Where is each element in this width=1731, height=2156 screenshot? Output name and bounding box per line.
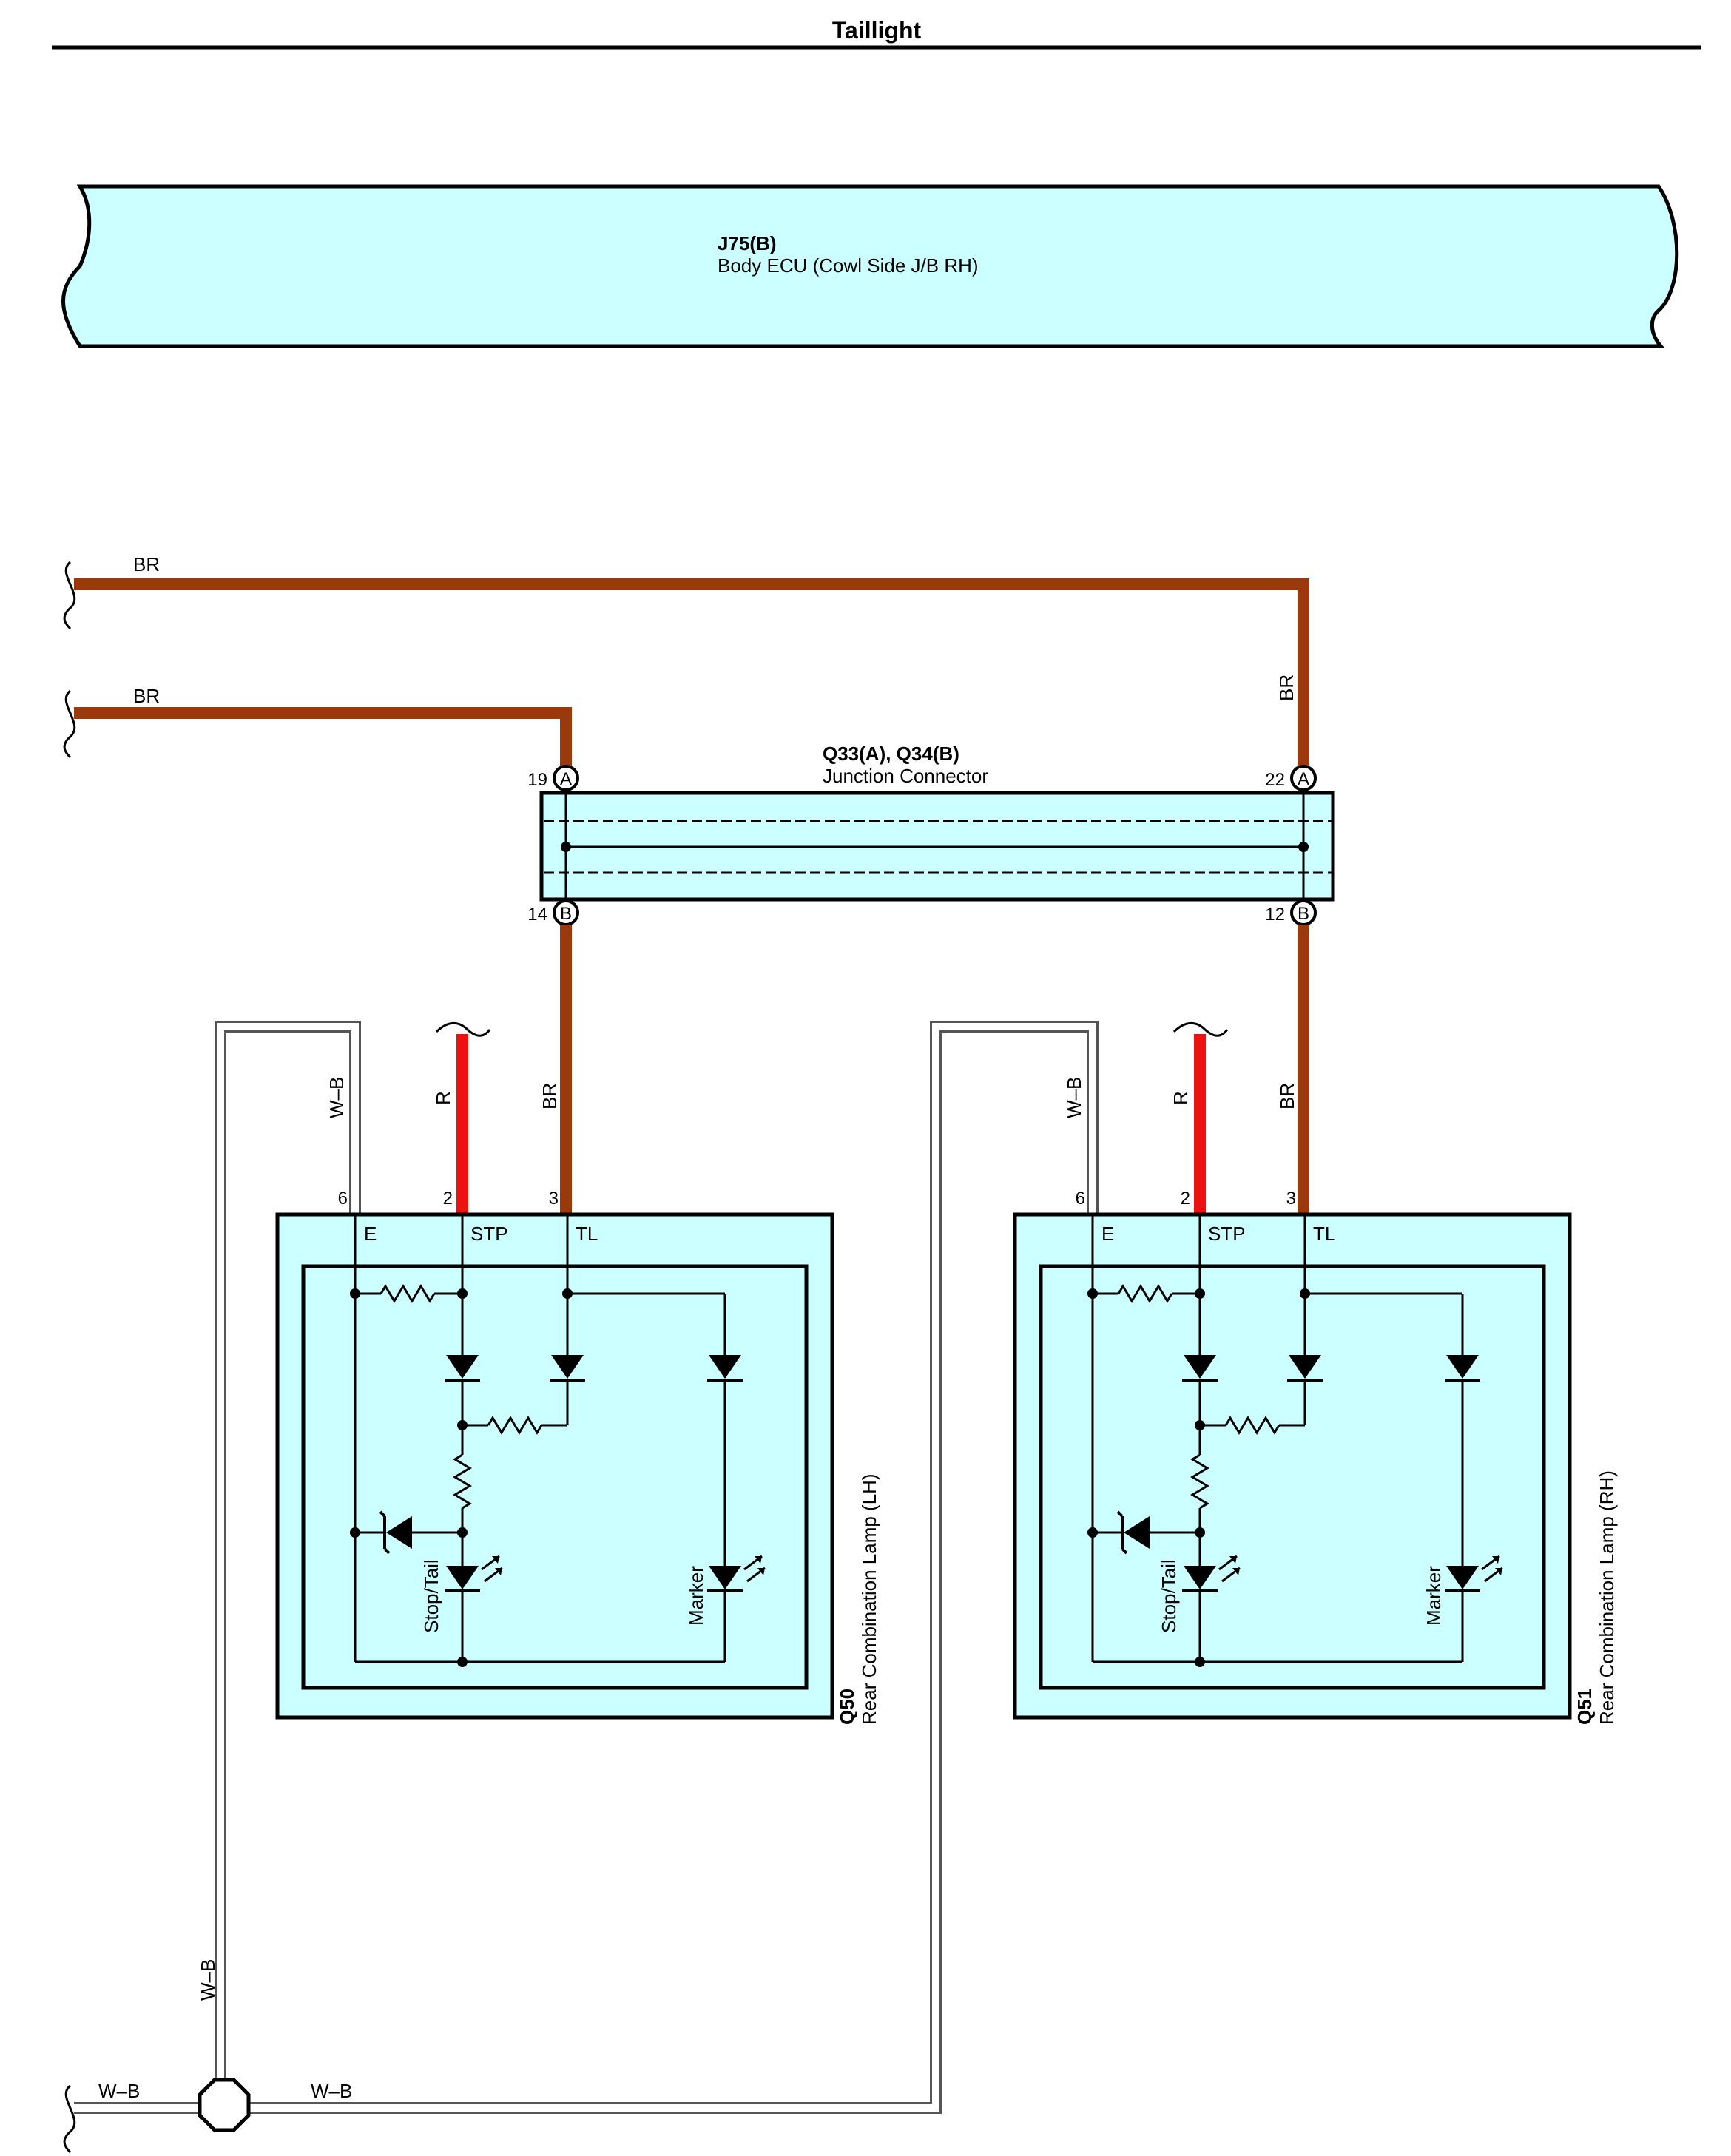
pin-b-left-letter: B (560, 904, 572, 924)
pin-b-left-number: 14 (527, 905, 547, 925)
wb-label-rh: W–B (1063, 1077, 1085, 1118)
wb-label-vertical: W–B (197, 1959, 219, 2001)
lamp-rh-name: Rear Combination Lamp (RH) (1596, 1470, 1618, 1725)
wb-wire-left-ground (63, 2084, 222, 2154)
pin-a-right-number: 22 (1265, 770, 1285, 790)
rear-combination-lamp-lh (277, 1214, 832, 1717)
pin-b-right-letter: B (1298, 904, 1309, 924)
pin-a-right-marker (1290, 765, 1317, 791)
wb-label-lh: W–B (325, 1077, 348, 1118)
lamp-lh-pin-e: 6 (338, 1189, 348, 1209)
lamp-lh-stop-tail-label: Stop/Tail (420, 1559, 442, 1633)
r-wire-lh (435, 1021, 491, 1214)
lamp-rh-code: Q51 (1573, 1689, 1596, 1725)
pin-a-right-letter: A (1298, 769, 1309, 789)
lamp-rh-pin-e: 6 (1076, 1189, 1085, 1209)
wb-label-left: W–B (98, 2080, 140, 2102)
ecu-name: Body ECU (Cowl Side J/B RH) (718, 254, 979, 277)
pin-a-left-marker (553, 765, 579, 791)
wb-wire-lh (215, 1021, 361, 2104)
lamp-rh-term-tl: TL (1313, 1223, 1335, 1245)
lamp-lh-marker-label: Marker (685, 1566, 707, 1626)
pin-a-left-number: 19 (527, 770, 547, 790)
lamp-rh-term-stp: STP (1208, 1223, 1246, 1245)
lamp-lh-pin-stp: 2 (443, 1189, 453, 1209)
lamp-rh-pin-stp: 2 (1181, 1189, 1190, 1209)
rear-combination-lamp-rh (1015, 1214, 1570, 1717)
ground-splice (198, 2078, 251, 2132)
br-wire-second (63, 689, 572, 778)
lamp-rh-term-e: E (1101, 1223, 1114, 1245)
br-label-top: BR (133, 553, 160, 575)
lamp-lh-pin-tl: 3 (549, 1189, 559, 1209)
junction-name: Junction Connector (823, 765, 988, 787)
pin-b-right-number: 12 (1265, 905, 1285, 925)
br-wire-top (63, 561, 1309, 778)
br-label-rh: BR (1276, 1083, 1298, 1109)
lamp-rh-pin-tl: 3 (1286, 1189, 1296, 1209)
lamp-lh-term-stp: STP (470, 1223, 508, 1245)
r-label-lh: R (432, 1091, 454, 1105)
r-label-rh: R (1170, 1091, 1192, 1105)
wb-wire-rh (226, 1021, 1099, 2114)
page-title: Taillight (832, 17, 922, 44)
br-label-lh: BR (539, 1083, 561, 1109)
lamp-lh-term-e: E (364, 1223, 377, 1245)
r-wire-rh (1172, 1021, 1229, 1214)
ecu-box (61, 184, 1679, 348)
wb-label-bottom: W–B (311, 2080, 352, 2102)
ecu-code: J75(B) (718, 232, 776, 254)
lamp-lh-code: Q50 (836, 1689, 858, 1725)
pin-a-left-letter: A (560, 769, 572, 789)
lamp-rh-stop-tail-label: Stop/Tail (1158, 1559, 1180, 1633)
lamp-lh-term-tl: TL (576, 1223, 598, 1245)
br-label-second: BR (133, 685, 160, 707)
lamp-lh-name: Rear Combination Lamp (LH) (858, 1473, 880, 1725)
br-label-top-right: BR (1275, 675, 1298, 701)
junction-code: Q33(A), Q34(B) (823, 743, 959, 765)
lamp-rh-marker-label: Marker (1423, 1566, 1445, 1626)
